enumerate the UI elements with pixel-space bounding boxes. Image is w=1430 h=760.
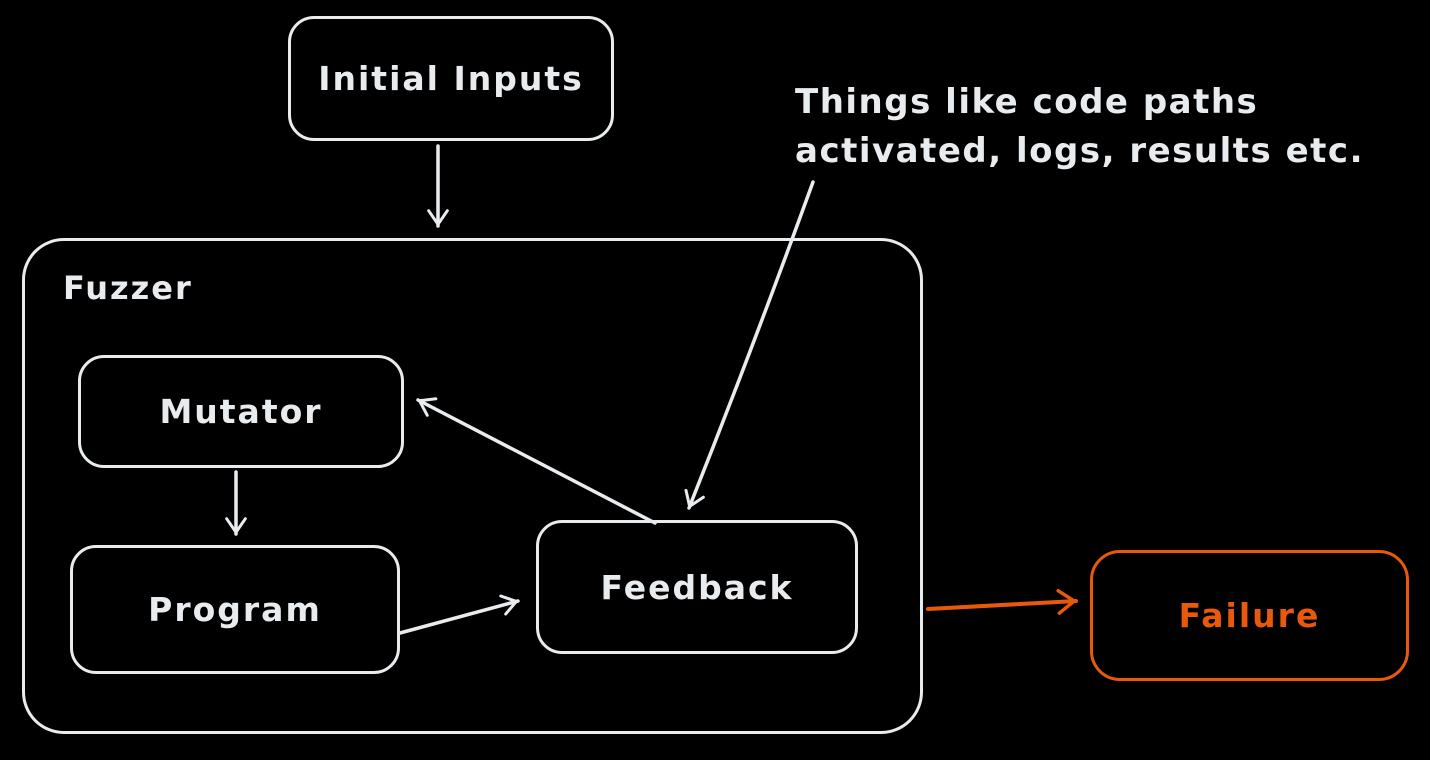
- arrow-fuzzer-to-failure: [926, 588, 1078, 615]
- node-failure-label: Failure: [1178, 596, 1321, 635]
- annotation-feedback-note: Things like code paths activated, logs, …: [795, 78, 1395, 177]
- node-program: Program: [70, 545, 400, 674]
- node-mutator: Mutator: [78, 355, 404, 468]
- node-feedback: Feedback: [536, 520, 858, 654]
- node-failure: Failure: [1090, 550, 1409, 681]
- node-fuzzer-label: Fuzzer: [63, 269, 193, 307]
- annotation-line-1: Things like code paths: [795, 82, 1259, 122]
- node-initial-inputs-label: Initial Inputs: [318, 59, 584, 98]
- node-initial-inputs: Initial Inputs: [288, 16, 614, 141]
- node-feedback-label: Feedback: [600, 567, 794, 607]
- annotation-line-2: activated, logs, results etc.: [795, 131, 1364, 172]
- node-fuzzer-container: Fuzzer: [22, 238, 923, 734]
- node-program-label: Program: [148, 590, 322, 629]
- node-mutator-label: Mutator: [159, 392, 323, 431]
